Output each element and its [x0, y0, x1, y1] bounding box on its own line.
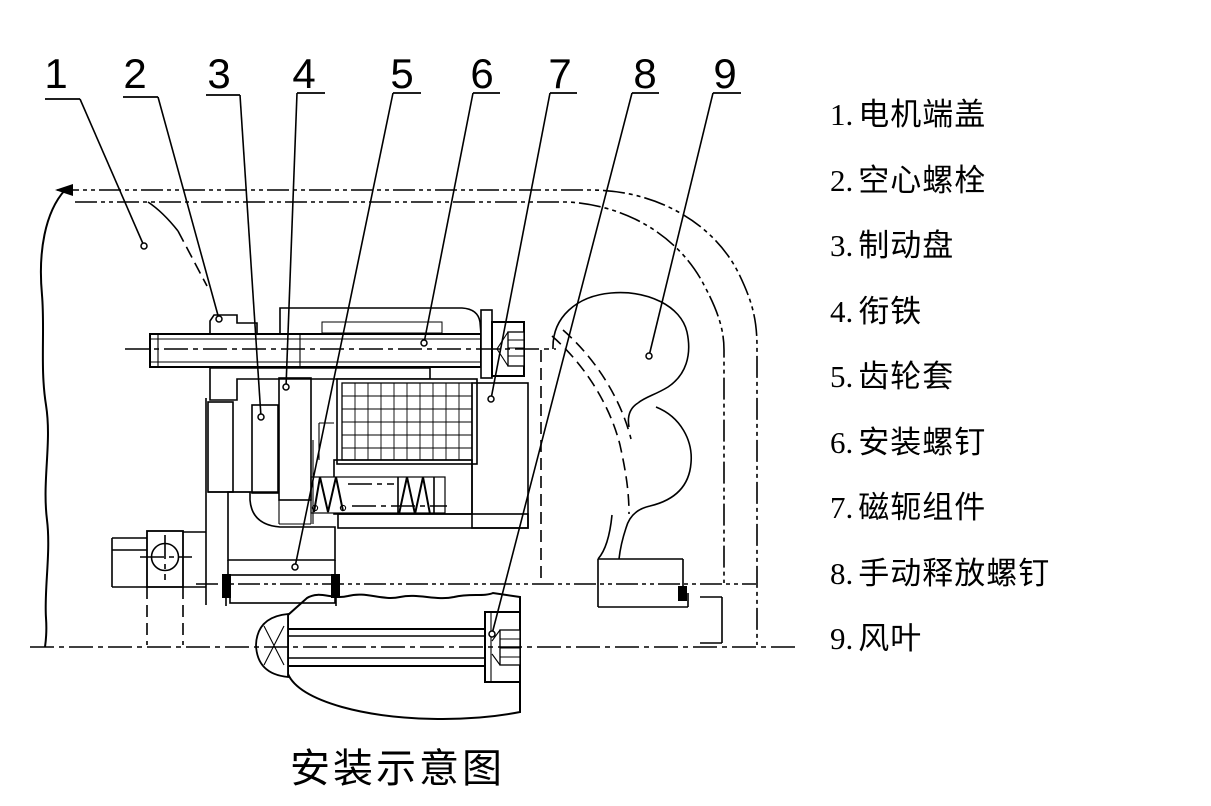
legend-number: 2.	[830, 163, 854, 198]
brake-disc	[207, 401, 279, 494]
legend-number: 1.	[830, 97, 854, 132]
callout-2: 2	[123, 50, 146, 97]
legend-label: 风叶	[858, 621, 923, 657]
legend-item-1: 1.电机端盖	[830, 97, 986, 133]
legend-number: 8.	[830, 556, 854, 591]
motor-end-cover-outline	[39, 189, 278, 648]
coil-window	[336, 378, 478, 465]
brake-spring-right	[397, 476, 435, 515]
legend-label: 手动释放螺钉	[858, 556, 1051, 592]
fan-pedestal	[597, 558, 723, 644]
legend-number: 6.	[830, 425, 854, 460]
legend-item-7: 7.磁轭组件	[830, 490, 986, 526]
legend-number: 7.	[830, 490, 854, 525]
callout-5: 5	[390, 50, 413, 97]
legend-number: 3.	[830, 228, 854, 263]
fan-hub-casting	[287, 591, 521, 720]
legend-label: 磁轭组件	[858, 490, 987, 526]
legend-item-5: 5.齿轮套	[830, 359, 954, 395]
callout-4: 4	[292, 50, 315, 97]
casing-phantom-outline	[57, 189, 758, 645]
callout-9: 9	[713, 50, 736, 97]
legend-label: 空心螺栓	[858, 163, 987, 199]
legend-label: 电机端盖	[858, 97, 987, 133]
callout-1: 1	[44, 50, 67, 97]
legend-label: 衔铁	[858, 294, 923, 330]
legend-item-8: 8.手动释放螺钉	[830, 556, 1050, 592]
legend-item-6: 6.安装螺钉	[830, 425, 986, 461]
legend-item-3: 3.制动盘	[830, 228, 954, 264]
callout-6: 6	[470, 50, 493, 97]
callout-numbers: 1 2 3 4 5 6 7 8 9	[44, 50, 736, 97]
legend-label: 制动盘	[858, 228, 955, 264]
shaft-bearing	[111, 530, 206, 645]
legend-label: 齿轮套	[858, 359, 955, 395]
callout-7: 7	[548, 50, 571, 97]
callout-3: 3	[207, 50, 230, 97]
callout-8: 8	[633, 50, 656, 97]
legend-label: 安装螺钉	[858, 425, 987, 461]
brake-spring-left	[311, 476, 347, 513]
armature-block	[278, 377, 314, 525]
mounting-screw-shaft	[149, 333, 482, 401]
hollow-bolt-flange	[209, 314, 258, 335]
mounting-screw-head	[480, 309, 525, 379]
legend-item-9: 9.风叶	[830, 621, 922, 657]
gear-sleeve	[222, 491, 340, 606]
legend-item-2: 2.空心螺栓	[830, 163, 986, 199]
fan-hub-phantom-lines	[540, 329, 632, 583]
fan-blade-outline	[552, 291, 692, 560]
yoke-top-strip	[279, 307, 482, 335]
callout-leaders	[45, 92, 741, 638]
figure-caption: 安装示意图	[290, 746, 505, 792]
legend-number: 5.	[830, 359, 854, 394]
legend-number: 4.	[830, 294, 854, 329]
legend-number: 9.	[830, 621, 854, 656]
legend-item-4: 4.衔铁	[830, 294, 922, 330]
